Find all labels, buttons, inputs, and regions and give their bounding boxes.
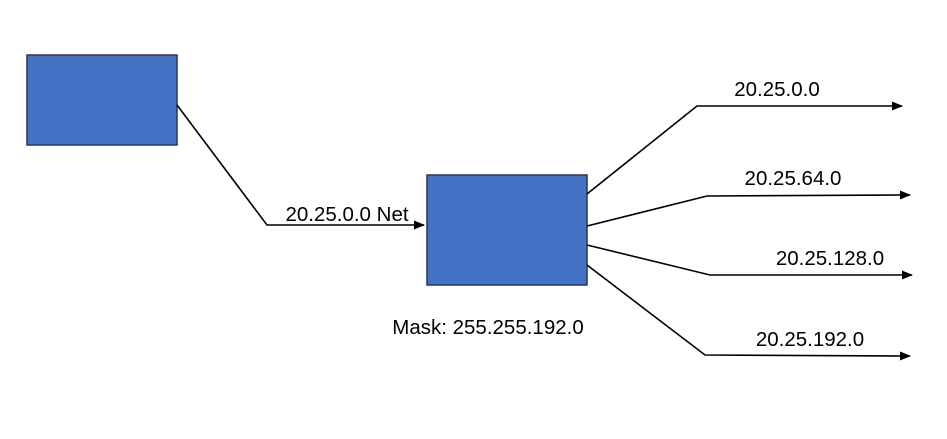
- router-box: [426, 174, 588, 286]
- subnet-label-4: 20.25.192.0: [756, 328, 864, 351]
- input-arrow: [176, 104, 425, 230]
- subnet-label-3: 20.25.128.0: [776, 247, 884, 270]
- subnet-arrow-3: [586, 244, 913, 280]
- subnet-label-1: 20.25.0.0: [734, 78, 820, 101]
- subnet-label-2: 20.25.64.0: [745, 167, 842, 190]
- mask-label: Mask: 255.255.192.0: [392, 316, 583, 339]
- input-arrow-label: 20.25.0.0 Net: [285, 203, 408, 226]
- source-network-box: [26, 54, 178, 146]
- subnet-arrow-1: [586, 101, 903, 195]
- subnet-arrow-4: [586, 264, 911, 361]
- subnet-arrow-2: [586, 190, 911, 227]
